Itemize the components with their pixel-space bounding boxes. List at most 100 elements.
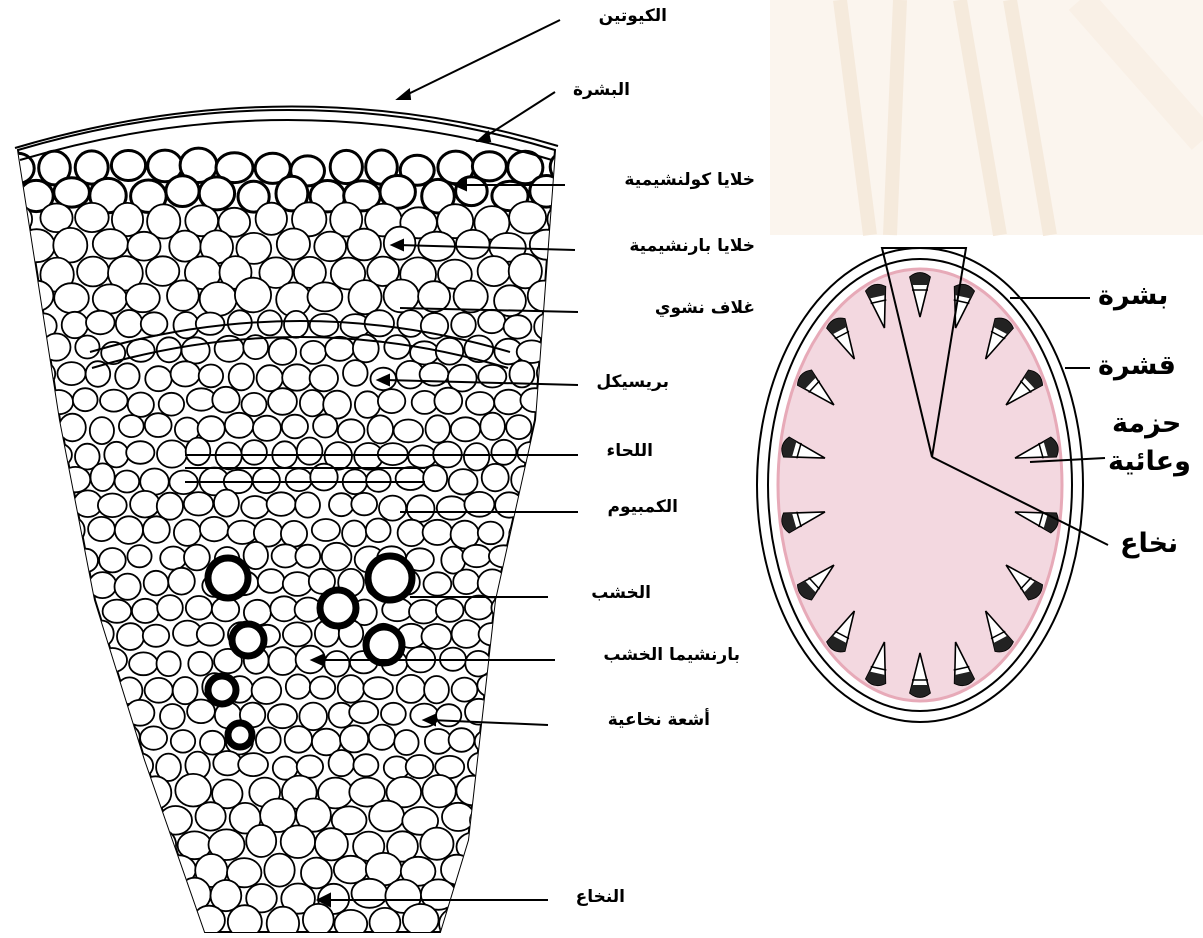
cell <box>509 522 534 546</box>
cell <box>310 365 338 391</box>
cell <box>520 388 549 412</box>
cell <box>86 311 115 335</box>
cell <box>90 417 114 444</box>
cell <box>59 728 84 750</box>
cell <box>494 780 528 808</box>
cell <box>73 388 98 411</box>
cell <box>90 907 124 938</box>
label-epidermis: البشرة <box>573 80 630 100</box>
cell <box>310 314 339 337</box>
cell <box>89 621 114 647</box>
cell <box>142 880 174 910</box>
cell <box>493 883 523 911</box>
cell <box>61 467 91 492</box>
cell <box>537 360 562 386</box>
background-watermark <box>770 0 1203 235</box>
cell <box>474 855 505 886</box>
cell <box>225 413 254 438</box>
cell <box>286 674 311 698</box>
cell <box>126 284 160 313</box>
cell <box>452 678 478 702</box>
cell <box>465 596 493 620</box>
cell <box>549 338 575 361</box>
cell <box>242 393 267 416</box>
cell <box>368 415 394 443</box>
cell <box>143 516 170 543</box>
cell <box>409 600 438 624</box>
cell <box>18 229 54 262</box>
cell <box>546 905 578 934</box>
cell <box>434 388 462 414</box>
cell <box>439 908 472 938</box>
cell <box>174 312 199 338</box>
cell <box>268 388 297 415</box>
cell <box>13 701 41 725</box>
cell <box>286 469 312 492</box>
cell <box>506 415 531 439</box>
cell <box>342 521 366 547</box>
cell <box>541 803 575 833</box>
cell <box>86 361 111 387</box>
cell <box>301 341 326 364</box>
cell <box>145 678 173 703</box>
cell <box>545 857 577 885</box>
cell <box>45 491 74 517</box>
cell <box>423 520 453 545</box>
cell <box>366 519 391 543</box>
cell <box>282 415 308 439</box>
label-phloem: اللحاء <box>607 441 653 461</box>
cell <box>5 466 33 493</box>
cell <box>523 651 551 674</box>
cell <box>144 571 169 596</box>
cell <box>159 393 184 416</box>
cell <box>398 310 424 337</box>
cell <box>510 569 535 597</box>
cell <box>424 572 452 595</box>
cell <box>297 438 323 465</box>
cell <box>143 625 169 647</box>
cell <box>17 443 42 466</box>
cell <box>330 150 362 183</box>
cell <box>300 390 325 416</box>
cell <box>52 909 85 938</box>
cell <box>407 495 435 522</box>
cell <box>75 652 101 674</box>
cell <box>527 884 562 914</box>
cell <box>480 413 505 440</box>
cell <box>108 832 140 862</box>
cell <box>349 280 382 314</box>
cell <box>284 311 308 338</box>
cell <box>0 882 32 915</box>
cell <box>285 726 312 753</box>
label-circle-cortex: قشرة <box>1098 350 1176 381</box>
label-circle-epidermis: بشرة <box>1098 280 1168 311</box>
cell <box>171 730 195 753</box>
cell <box>106 776 141 805</box>
cell <box>103 600 132 623</box>
cell <box>423 465 447 491</box>
cell <box>403 904 439 935</box>
cell <box>267 907 299 938</box>
cell <box>470 805 506 836</box>
cell <box>437 496 467 519</box>
cell <box>281 825 315 858</box>
cell <box>32 469 58 495</box>
cell <box>454 281 488 313</box>
cell <box>157 903 188 936</box>
cell <box>264 854 294 887</box>
cell <box>104 753 130 778</box>
cell <box>15 752 40 775</box>
cell <box>115 471 140 493</box>
cell <box>238 753 268 776</box>
cell <box>493 701 519 726</box>
cell <box>384 335 410 359</box>
cell <box>117 623 144 650</box>
xylem-vessel <box>228 723 252 747</box>
cell <box>92 804 122 837</box>
label-starch-sheath: غلاف نشوي <box>655 298 755 318</box>
cell <box>122 854 158 885</box>
label-medullary-rays: أشعة نخاعية <box>608 710 710 730</box>
cell <box>193 906 225 935</box>
cell <box>93 229 128 259</box>
cell <box>534 419 564 441</box>
